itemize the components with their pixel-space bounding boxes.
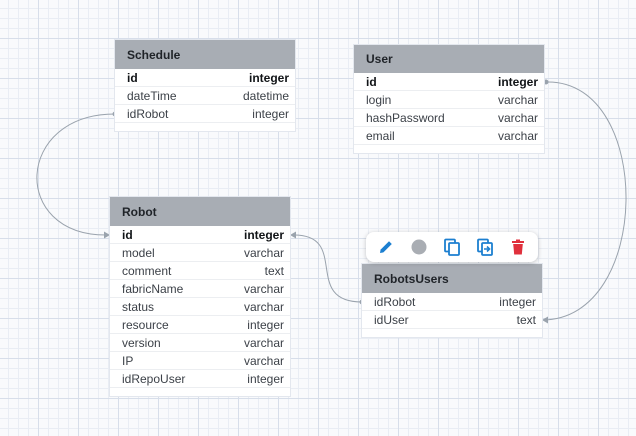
- field-name: fabricName: [122, 281, 184, 296]
- field-row[interactable]: email varchar: [354, 127, 544, 145]
- field-row[interactable]: hashPassword varchar: [354, 109, 544, 127]
- relation-arrow: [542, 316, 548, 324]
- field-type: text: [516, 312, 536, 327]
- field-row[interactable]: idRobot integer: [115, 105, 295, 123]
- relation-start-dot: [543, 79, 549, 85]
- field-row[interactable]: model varchar: [110, 244, 290, 262]
- circle-icon[interactable]: [407, 235, 431, 259]
- field-row[interactable]: idRobot integer: [362, 293, 542, 311]
- field-type: integer: [497, 74, 538, 89]
- field-row[interactable]: fabricName varchar: [110, 280, 290, 298]
- field-type: integer: [499, 294, 536, 309]
- field-row[interactable]: idUser text: [362, 311, 542, 329]
- entity-title: User: [354, 45, 544, 73]
- field-name: idRobot: [127, 106, 169, 121]
- trash-icon[interactable]: [506, 235, 530, 259]
- field-row[interactable]: resource integer: [110, 316, 290, 334]
- field-name: idRepoUser: [122, 371, 186, 386]
- field-row[interactable]: version varchar: [110, 334, 290, 352]
- field-name: version: [122, 335, 161, 350]
- field-row[interactable]: login varchar: [354, 91, 544, 109]
- field-row[interactable]: IP varchar: [110, 352, 290, 370]
- field-name: id: [127, 70, 138, 85]
- field-type: text: [264, 263, 284, 278]
- field-row[interactable]: id integer: [115, 69, 295, 87]
- pencil-icon[interactable]: [374, 235, 398, 259]
- field-type: integer: [247, 371, 284, 386]
- entity-footer: [110, 388, 290, 396]
- field-name: id: [122, 227, 133, 242]
- field-name: idRobot: [374, 294, 416, 309]
- field-name: idUser: [374, 312, 409, 327]
- field-name: IP: [122, 353, 134, 368]
- entity-title: Robot: [110, 197, 290, 226]
- field-type: datetime: [242, 88, 289, 103]
- field-type: integer: [248, 70, 289, 85]
- field-type: varchar: [497, 92, 538, 107]
- field-type: varchar: [243, 335, 284, 350]
- field-name: email: [366, 128, 395, 143]
- duplicate-icon[interactable]: [473, 235, 497, 259]
- field-row[interactable]: dateTime datetime: [115, 87, 295, 105]
- field-type: varchar: [243, 245, 284, 260]
- copy-icon[interactable]: [440, 235, 464, 259]
- field-type: varchar: [497, 110, 538, 125]
- field-row[interactable]: comment text: [110, 262, 290, 280]
- field-name: model: [122, 245, 155, 260]
- field-type: integer: [247, 317, 284, 332]
- relation-robotsusers-robot[interactable]: [293, 234, 363, 303]
- field-row[interactable]: idRepoUser integer: [110, 370, 290, 388]
- field-type: varchar: [243, 281, 284, 296]
- relation-robotsusers-user[interactable]: [541, 81, 627, 321]
- field-name: id: [366, 74, 377, 89]
- field-name: status: [122, 299, 155, 314]
- field-row[interactable]: id integer: [354, 73, 544, 91]
- relation-arrow: [290, 231, 296, 239]
- field-type: varchar: [497, 128, 538, 143]
- field-name: comment: [122, 263, 172, 278]
- entity-footer: [354, 145, 544, 153]
- field-type: integer: [243, 227, 284, 242]
- entity-title: Schedule: [115, 40, 295, 69]
- field-name: login: [366, 92, 392, 107]
- entity-title: RobotsUsers: [362, 264, 542, 293]
- field-type: integer: [252, 106, 289, 121]
- field-row[interactable]: id integer: [110, 226, 290, 244]
- field-type: varchar: [243, 353, 284, 368]
- field-row[interactable]: status varchar: [110, 298, 290, 316]
- relation-schedule-robot[interactable]: [36, 113, 116, 236]
- entity-footer: [115, 123, 295, 131]
- field-name: hashPassword: [366, 110, 445, 125]
- entity-footer: [362, 329, 542, 337]
- field-name: resource: [122, 317, 169, 332]
- selection-toolbar: [366, 232, 538, 262]
- field-type: varchar: [243, 299, 284, 314]
- field-name: dateTime: [127, 88, 177, 103]
